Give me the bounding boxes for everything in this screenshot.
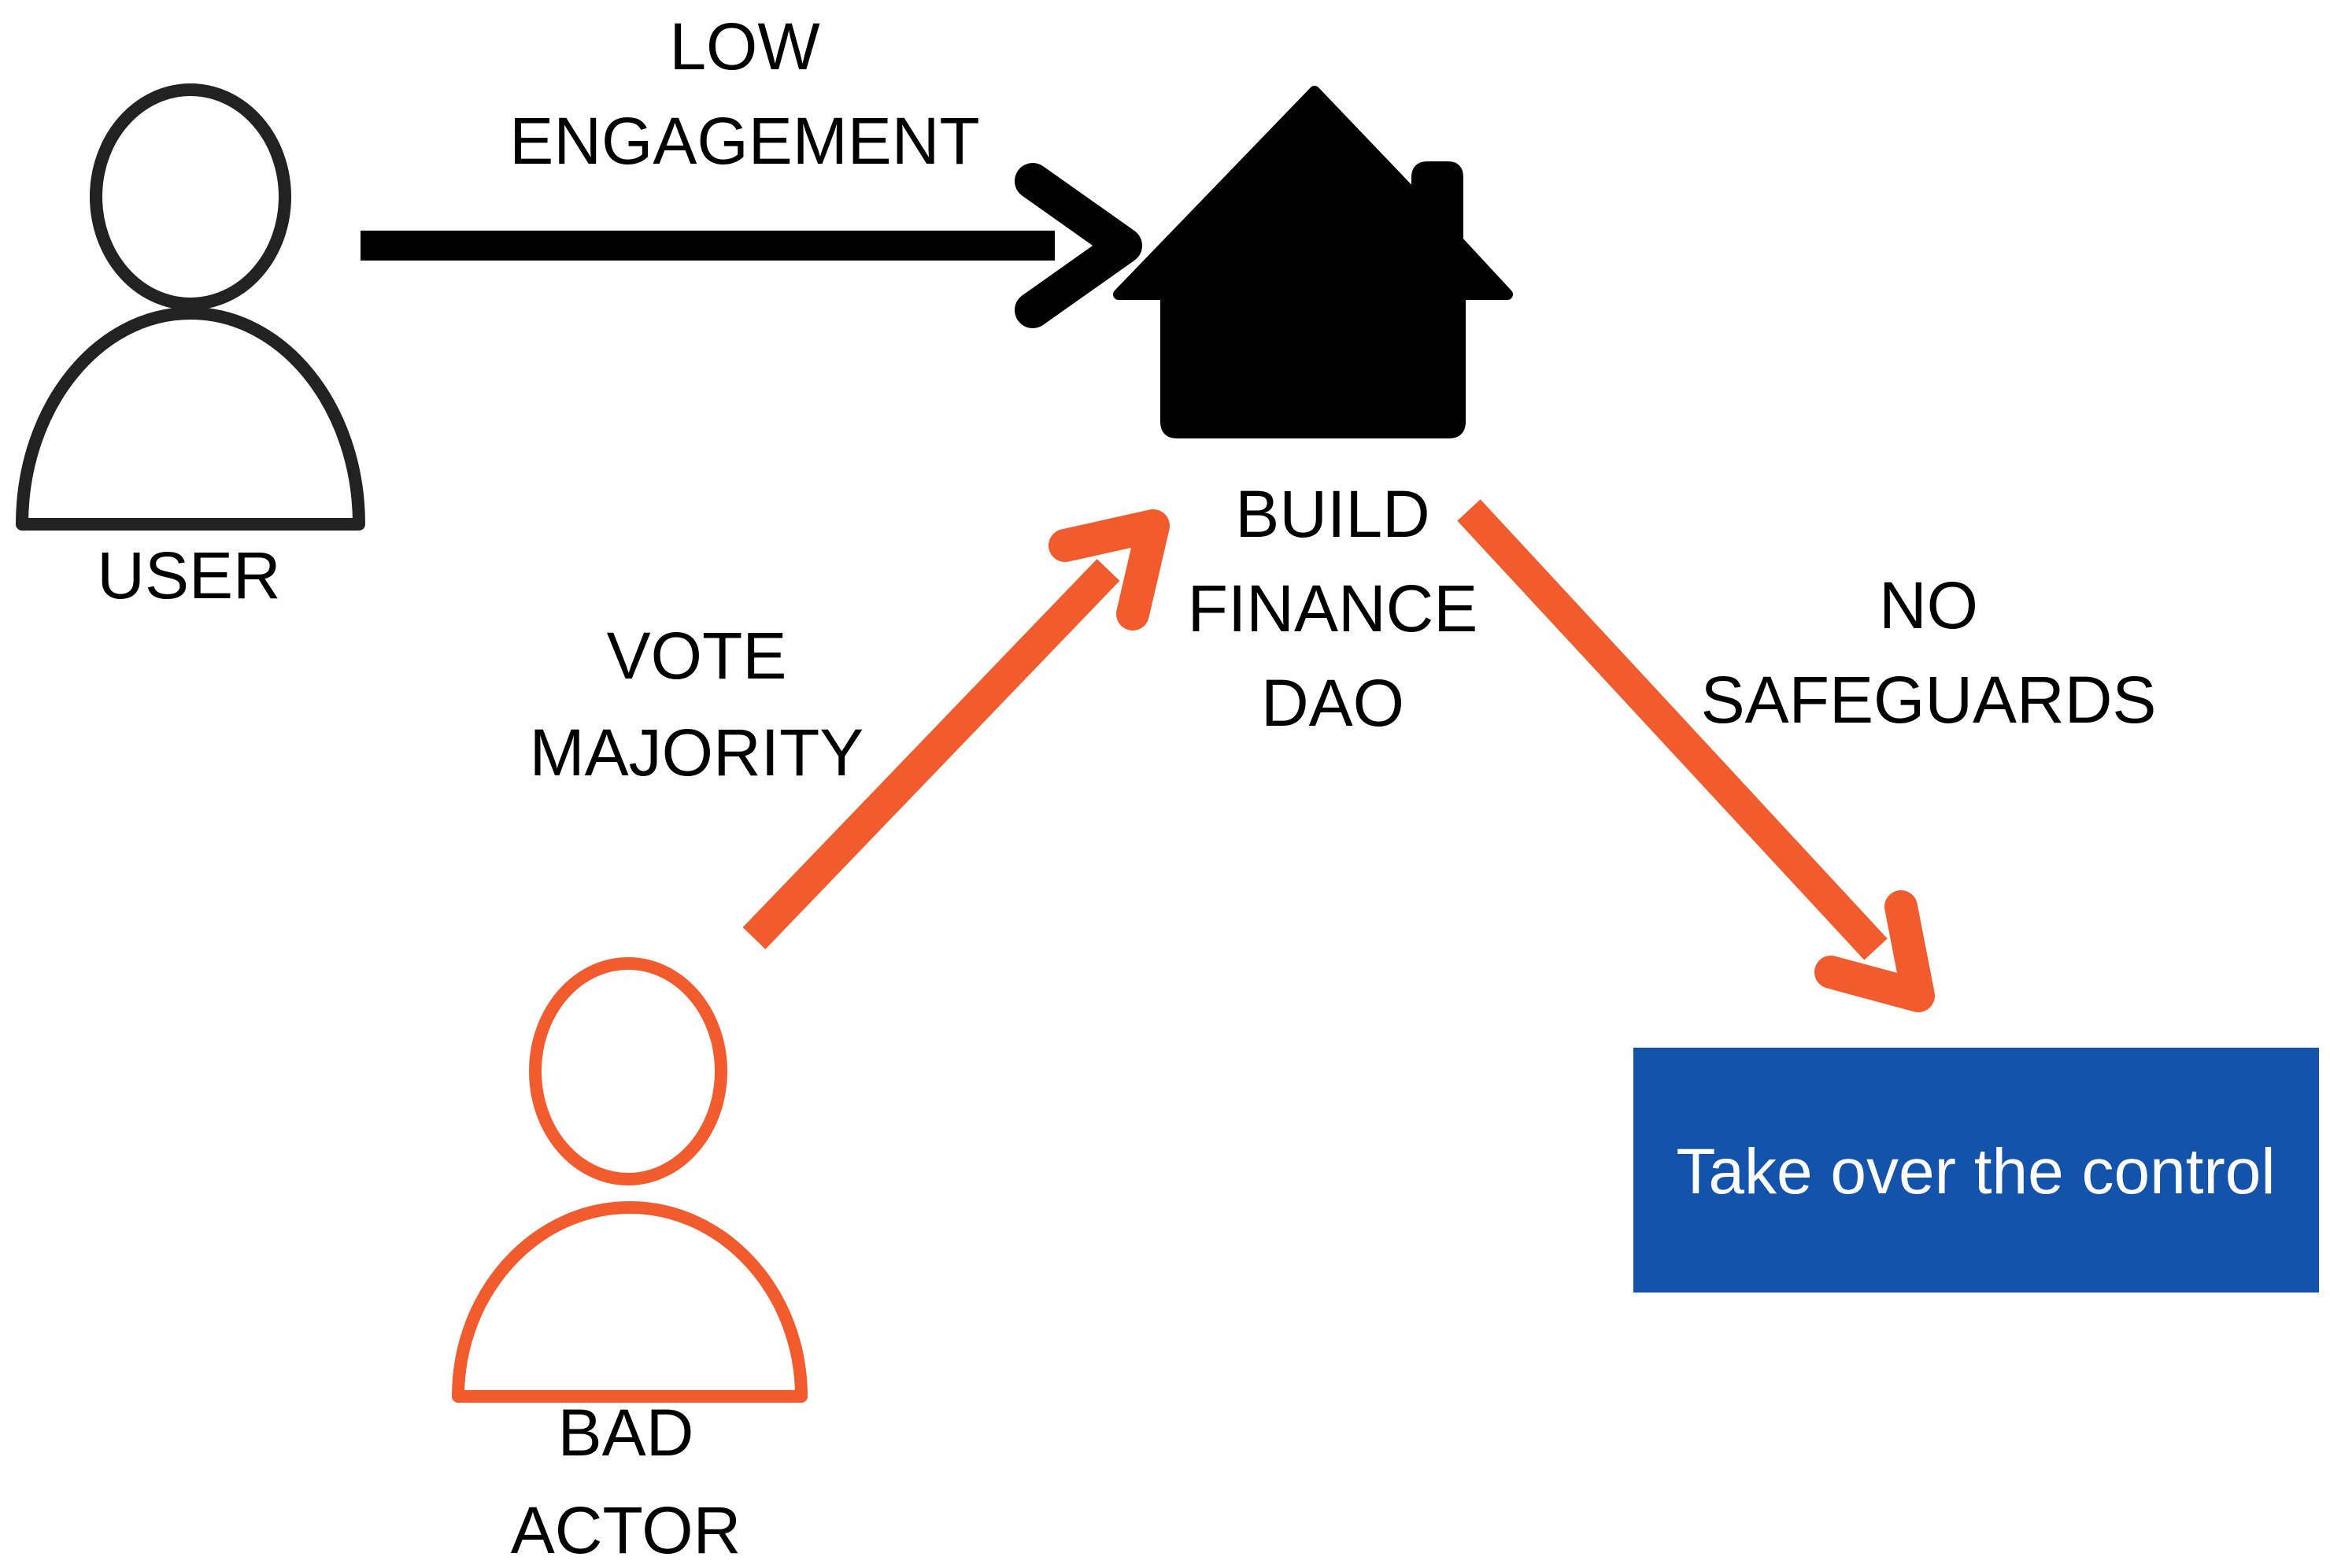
vote-majority-arrow-shaft	[742, 559, 1120, 949]
user-head	[90, 83, 291, 310]
bad-actor-icon	[452, 957, 808, 1403]
house-icon	[1113, 86, 1513, 438]
no-safeguards-arrow-shaft	[1457, 499, 1888, 960]
no-safeguards-arrowhead-icon	[1814, 890, 1935, 1012]
user-label: USER	[97, 538, 280, 612]
svg-text:DAO: DAO	[1261, 666, 1404, 740]
low-engagement-label: LOW ENGAGEMENT	[509, 9, 979, 178]
vote-majority-arrow	[742, 509, 1170, 949]
svg-text:ACTOR: ACTOR	[511, 1493, 741, 1567]
dao-label: BUILD FINANCE DAO	[1188, 477, 1478, 740]
svg-text:BAD: BAD	[558, 1396, 694, 1470]
takeover-node: Take over the control	[1633, 1048, 2319, 1292]
takeover-label: Take over the control	[1676, 1136, 2275, 1207]
low-engagement-arrow	[361, 163, 1142, 328]
svg-text:VOTE: VOTE	[607, 619, 787, 693]
bad-actor-body	[452, 1201, 808, 1403]
bad-actor-label: BAD ACTOR	[511, 1396, 741, 1567]
bad-actor-head	[529, 957, 727, 1185]
svg-text:SAFEGUARDS: SAFEGUARDS	[1701, 663, 2157, 737]
user-icon	[16, 83, 365, 531]
vote-majority-label: VOTE MAJORITY	[530, 619, 864, 790]
svg-text:NO: NO	[1879, 568, 1978, 642]
no-safeguards-label: NO SAFEGUARDS	[1701, 568, 2157, 737]
svg-text:LOW: LOW	[669, 9, 819, 83]
low-engagement-arrowhead-icon	[1015, 163, 1142, 328]
no-safeguards-arrow	[1457, 499, 1935, 1012]
svg-text:BUILD: BUILD	[1235, 477, 1429, 551]
user-body	[16, 307, 365, 531]
vote-majority-arrowhead-icon	[1048, 509, 1170, 631]
svg-text:FINANCE: FINANCE	[1188, 571, 1478, 645]
svg-text:ENGAGEMENT: ENGAGEMENT	[509, 104, 979, 178]
svg-text:MAJORITY: MAJORITY	[530, 716, 864, 790]
takeover-box	[1633, 1048, 2319, 1292]
